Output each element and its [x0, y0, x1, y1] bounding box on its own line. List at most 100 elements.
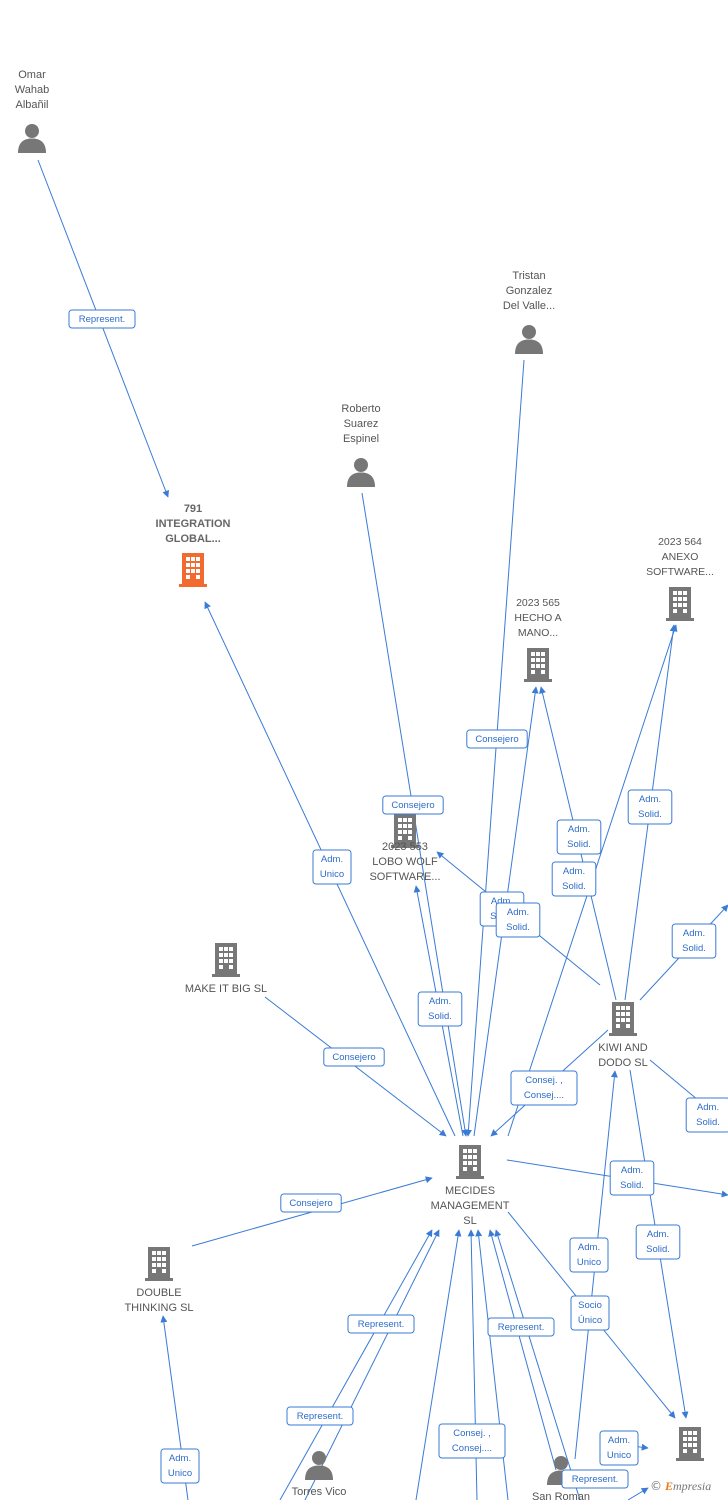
edge-label-represent[interactable]: Represent.: [286, 1406, 354, 1426]
edge-label-consej-consej[interactable]: Consej. ,Consej....: [510, 1070, 578, 1106]
node-label: INTEGRATION: [156, 518, 231, 530]
edge-label-text: Adm.: [507, 907, 529, 918]
copyright-symbol: ©: [650, 1479, 662, 1493]
edge-label-consej-consej[interactable]: Consej. ,Consej....: [438, 1423, 506, 1459]
node-label: MANO...: [518, 627, 558, 639]
node-label: SL: [463, 1215, 476, 1227]
building-icon: [609, 1002, 637, 1036]
edge-label-represent[interactable]: Represent.: [68, 309, 136, 329]
company-node-mecides2[interactable]: [676, 1427, 704, 1461]
edge-label-adm-solid[interactable]: Adm.Solid.: [685, 1097, 728, 1133]
edge-label-adm-unico[interactable]: Adm. Unico: [569, 1237, 609, 1273]
company-node-anexo[interactable]: 2023 564ANEXOSOFTWARE...: [646, 536, 714, 621]
edge-label-text: Solid.: [696, 1117, 720, 1128]
edge-label-adm-solid[interactable]: Adm. Solid.: [627, 789, 673, 825]
node-label: Roberto: [341, 403, 380, 415]
node-label: ANEXO: [662, 551, 699, 563]
company-node-makeit[interactable]: MAKE IT BIG SL: [185, 943, 267, 995]
node-label: HECHO A: [514, 612, 561, 624]
relation-edge: [627, 1487, 649, 1500]
node-label: Omar: [18, 69, 46, 81]
relation-edge: [279, 1229, 433, 1500]
edge-label-adm-solid[interactable]: Adm. Solid.: [635, 1224, 681, 1260]
edge-label-text: Solid.: [638, 809, 662, 820]
edge-label-text: Represent.: [297, 1411, 343, 1422]
edge-label-represent[interactable]: Represent.: [561, 1469, 629, 1489]
edge-label-consejero[interactable]: Consejero: [280, 1193, 342, 1213]
edge-label-text: Solid.: [562, 881, 586, 892]
person-icon: [18, 124, 46, 153]
edge-label-adm-unico[interactable]: Adm.Unico: [312, 849, 352, 885]
edge-label-consejero[interactable]: Consejero: [323, 1047, 385, 1067]
edge-label-text: Adm.: [578, 1242, 600, 1253]
edge-label-text: Unico: [577, 1257, 601, 1268]
edge-label-text: Solid.: [428, 1011, 452, 1022]
node-label: 791: [184, 503, 202, 515]
relation-edge: [488, 1229, 557, 1471]
company-node-integration[interactable]: 791INTEGRATIONGLOBAL...: [156, 503, 231, 587]
edge-label-adm-solid[interactable]: Adm.Solid.: [609, 1160, 655, 1196]
edge-label-text: Consejero: [289, 1198, 332, 1209]
edges-layer: [37, 159, 728, 1500]
edge-label-text: Adm.: [647, 1229, 669, 1240]
edge-label-consejero[interactable]: Consejero: [466, 729, 528, 749]
edge-label-represent[interactable]: Represent.: [347, 1314, 415, 1334]
edge-label-text: Adm.: [563, 866, 585, 877]
edge-label-adm-solid[interactable]: Adm.Solid.: [495, 902, 541, 938]
person-node-torres[interactable]: Torres Vico: [292, 1451, 347, 1498]
edge-label-text: Único: [578, 1315, 602, 1326]
node-label: MAKE IT BIG SL: [185, 983, 267, 995]
node-label: DOUBLE: [136, 1287, 181, 1299]
edge-label-consejero[interactable]: Consejero: [382, 795, 444, 815]
edge-label-text: Represent.: [79, 314, 125, 325]
node-label: DODO SL: [598, 1057, 648, 1069]
edge-label-text: Represent.: [358, 1319, 404, 1330]
edge-label-adm-solid[interactable]: Adm. Solid.: [551, 861, 597, 897]
node-label: Gonzalez: [506, 285, 552, 297]
brand-logo-initial: E: [665, 1479, 674, 1493]
edge-label-adm-solid[interactable]: Adm.Solid.: [671, 923, 717, 959]
edge-label-text: Consej. ,: [525, 1075, 563, 1086]
building-icon: [179, 553, 207, 587]
edge-label-adm-unico[interactable]: Adm.Unico: [160, 1448, 200, 1484]
company-node-mecides[interactable]: MECIDES MANAGEMENT SL: [431, 1145, 510, 1227]
edge-label-text: Adm.: [321, 854, 343, 865]
node-label: Espinel: [343, 433, 379, 445]
edge-label-text: Adm.: [169, 1453, 191, 1464]
building-icon: [676, 1427, 704, 1461]
edge-label-text: Adm.: [639, 794, 661, 805]
edge-label-text: Solid.: [646, 1244, 670, 1255]
edge-label-text: Adm.: [429, 996, 451, 1007]
edge-label-text: Adm.: [568, 824, 590, 835]
edge-label-adm-solid[interactable]: Adm. Solid.: [417, 991, 463, 1027]
building-icon: [212, 943, 240, 977]
building-icon: [524, 648, 552, 682]
node-label: LOBO WOLF: [372, 856, 438, 868]
person-icon: [347, 458, 375, 487]
edge-label-adm-solid[interactable]: Adm.Solid.: [556, 819, 602, 855]
node-label: Tristan: [512, 270, 545, 282]
node-label: 2023 553: [382, 841, 428, 853]
node-label: SOFTWARE...: [646, 566, 714, 578]
node-label: Albañil: [15, 99, 48, 111]
node-label: MANAGEMENT: [431, 1200, 510, 1212]
node-label: MECIDES: [445, 1185, 495, 1197]
edge-label-adm-unico[interactable]: Adm.Unico: [599, 1430, 639, 1466]
edge-label-text: Socio: [578, 1300, 602, 1311]
edge-label-text: Adm.: [491, 896, 513, 907]
person-node-sanroman[interactable]: San Roman: [532, 1456, 590, 1500]
relation-edge: [304, 1229, 440, 1500]
building-icon: [145, 1247, 173, 1281]
edge-label-text: Unico: [607, 1450, 631, 1461]
edge-label-represent[interactable]: Represent.: [487, 1317, 555, 1337]
brand-footer: © Empresia: [650, 1479, 711, 1494]
